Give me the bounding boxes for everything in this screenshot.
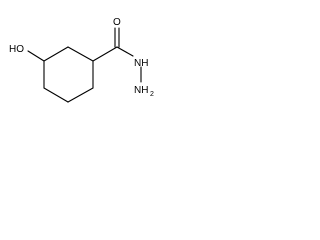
ring-bond <box>43 87 69 103</box>
carbonyl-oxygen-label: O <box>113 17 121 28</box>
hydrazide-nh-label: NH <box>134 58 148 69</box>
hydroxyl-label: HO <box>9 44 24 55</box>
hydrazide-nh2-subscript: 2 <box>150 91 154 98</box>
amide-n-bond <box>116 46 134 57</box>
structure-canvas: HO O NH NH 2 <box>0 0 164 121</box>
carbonyl-carbon-bond <box>92 46 118 62</box>
hydrazide-nh2-label: NH <box>134 85 148 96</box>
ring-bond <box>43 46 69 62</box>
ring-bond <box>67 46 94 62</box>
ring-bond <box>67 87 94 103</box>
molecule-structure: HO O NH NH 2 <box>9 17 154 103</box>
hydroxyl-bond <box>27 50 45 62</box>
